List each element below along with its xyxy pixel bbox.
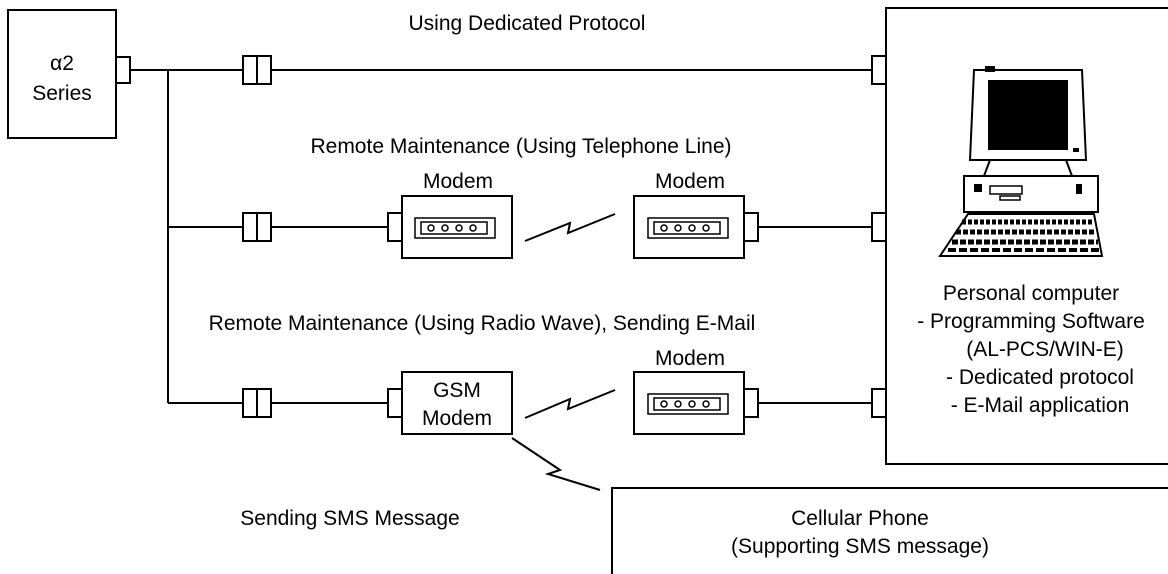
keyboard-icon xyxy=(938,213,1104,257)
pc-port xyxy=(871,388,887,418)
personal-computer-box: Personal computer - Programming Software… xyxy=(885,7,1168,465)
pc-title: Personal computer xyxy=(943,282,1119,305)
cellular-phone-box: Cellular Phone (Supporting SMS message) xyxy=(611,487,1168,574)
modem-label: Modem xyxy=(655,170,725,193)
telephone-line-route: Modem Modem xyxy=(242,170,887,259)
connector xyxy=(242,388,258,418)
pc-port xyxy=(871,212,887,242)
diagram-title: Using Dedicated Protocol xyxy=(409,12,646,35)
connector xyxy=(242,55,258,85)
lightning-link xyxy=(524,389,616,419)
pc-item-software-name: (AL-PCS/WIN-E) xyxy=(966,338,1124,361)
connector xyxy=(256,388,272,418)
alpha2-label-line1: α2 xyxy=(50,52,74,75)
gsm-modem-label-line2: Modem xyxy=(422,407,492,430)
alpha2-series-box: α2 Series xyxy=(7,9,131,139)
system-unit-icon xyxy=(963,175,1099,213)
trunk-wiring xyxy=(130,69,243,404)
gsm-port xyxy=(387,388,403,418)
sms-route-label: Sending SMS Message xyxy=(240,507,459,530)
telephone-route-label: Remote Maintenance (Using Telephone Line… xyxy=(310,135,731,158)
modem-port xyxy=(743,388,759,418)
lightning-link xyxy=(524,213,616,242)
connector xyxy=(256,55,272,85)
gsm-modem-box xyxy=(401,371,513,435)
pc-port xyxy=(871,55,887,85)
radio-wave-route: GSM Modem Modem xyxy=(242,347,887,435)
pc-item-dedicated-protocol: - Dedicated protocol xyxy=(946,366,1134,389)
connector xyxy=(242,212,258,242)
cellular-phone-title: Cellular Phone xyxy=(791,507,929,530)
gsm-modem-label-line1: GSM xyxy=(433,379,481,402)
modem-port xyxy=(743,212,759,242)
modem-label: Modem xyxy=(423,170,493,193)
sms-lightning-link xyxy=(511,437,601,491)
modem-port xyxy=(387,212,403,242)
pc-item-email-application: - E-Mail application xyxy=(951,394,1130,417)
alpha2-label-line2: Series xyxy=(32,82,92,105)
modem-label: Modem xyxy=(655,347,725,370)
dedicated-protocol-line xyxy=(242,55,887,85)
cellular-phone-subtitle: (Supporting SMS message) xyxy=(731,535,989,558)
connector xyxy=(256,212,272,242)
alpha2-port xyxy=(115,56,131,84)
pc-item-programming-software: - Programming Software xyxy=(917,310,1145,333)
radio-route-label: Remote Maintenance (Using Radio Wave), S… xyxy=(209,312,756,335)
computer-monitor-icon xyxy=(968,66,1088,177)
